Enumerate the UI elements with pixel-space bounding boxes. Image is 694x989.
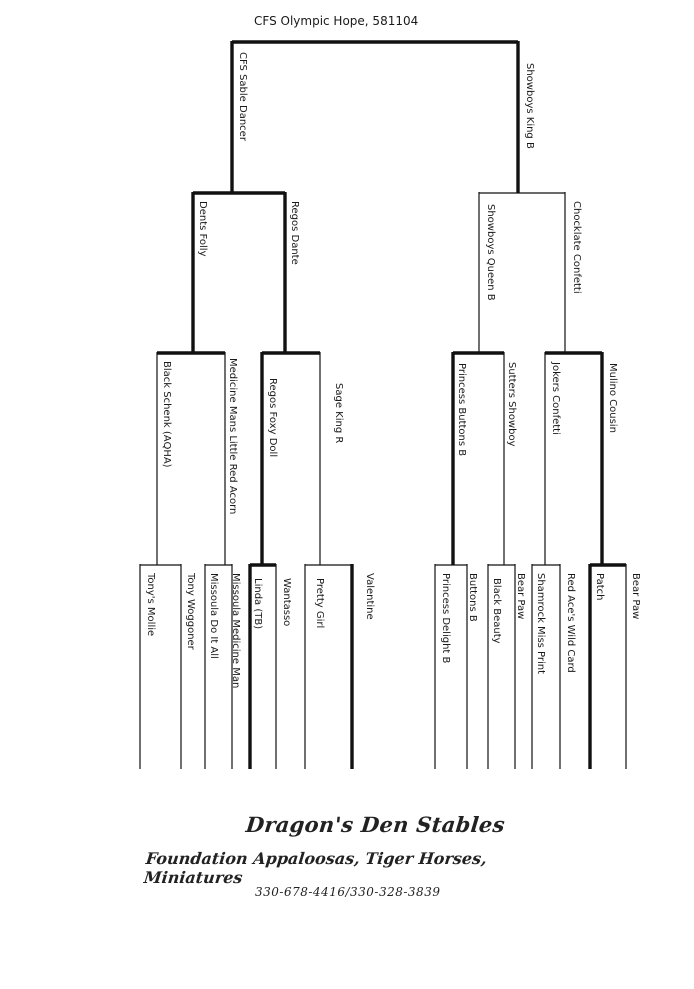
- ancestor-label: Valentine: [364, 573, 375, 620]
- generation-1-labels: CFS Sable Dancer Showboys King B: [237, 52, 535, 149]
- dam-name: Showboys King B: [524, 63, 535, 149]
- sire-name: CFS Sable Dancer: [237, 52, 248, 142]
- ancestor-label: Sage King R: [333, 383, 344, 443]
- generation-3-labels: Black Schenk (AQHA) Medicine Mans Little…: [161, 358, 618, 514]
- generation-4-labels: Tony's Mollie Tony Woggoner Missoula Do …: [145, 572, 641, 688]
- ancestor-label: Mulino Cousin: [607, 363, 618, 433]
- connector-lines: [139, 40, 627, 769]
- stable-tagline: Foundation Appaloosas, Tiger Horses, Min…: [143, 849, 488, 887]
- ancestor-label: Bear Paw: [515, 573, 526, 619]
- ancestor-label: Regos Foxy Doll: [267, 378, 278, 457]
- ancestor-label: Black Beauty: [491, 578, 502, 644]
- generation-2-labels: Dents Folly Regos Dante Showboys Queen B…: [197, 201, 582, 301]
- ancestor-label: Bear Paw: [630, 573, 641, 619]
- ancestor-label: Buttons B: [467, 573, 478, 622]
- ancestor-label: Tony Woggoner: [185, 572, 196, 651]
- ancestor-label: Princess Delight B: [440, 573, 451, 664]
- ancestor-label: Tony's Mollie: [145, 572, 156, 636]
- ancestor-label: Medicine Mans Little Red Acorn: [227, 358, 238, 514]
- ancestor-label: Chocklate Confetti: [571, 201, 582, 294]
- ancestor-label: Regos Dante: [289, 201, 300, 265]
- stable-name: Dragon's Den Stables: [244, 812, 507, 837]
- ancestor-label: Patch: [594, 573, 605, 600]
- stable-phone: 330-678-4416/330-328-3839: [255, 885, 441, 899]
- ancestor-label: Sutters Showboy: [506, 362, 517, 447]
- root-horse-name: CFS Olympic Hope, 581104: [254, 14, 418, 28]
- ancestor-label: Jokers Confetti: [550, 361, 561, 435]
- ancestor-label: Wantasso: [281, 578, 292, 626]
- ancestor-label: Missoula Do It All: [208, 573, 219, 659]
- ancestor-label: Pretty Girl: [314, 578, 325, 628]
- ancestor-label: Shamrock Miss Print: [535, 573, 546, 674]
- ancestor-label: Linda (TB): [252, 578, 263, 629]
- ancestor-label: Missoula Medicine Man: [230, 573, 241, 688]
- ancestor-label: Dents Folly: [197, 201, 208, 257]
- ancestor-label: Black Schenk (AQHA): [161, 361, 172, 468]
- ancestor-label: Princess Buttons B: [456, 363, 467, 456]
- ancestor-label: Showboys Queen B: [485, 204, 496, 301]
- ancestor-label: Red Ace's Wild Card: [565, 573, 576, 673]
